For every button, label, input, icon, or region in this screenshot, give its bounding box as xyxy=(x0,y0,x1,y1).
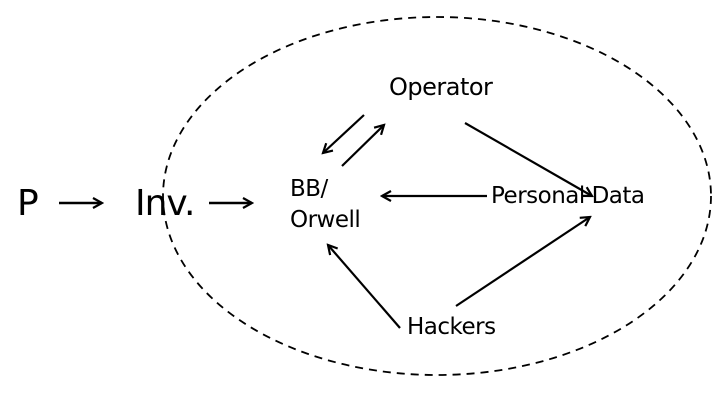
boundary-ellipse xyxy=(162,16,712,376)
arrow-hackers-to-personal-data xyxy=(455,217,590,307)
node-bb-line2: Orwell xyxy=(290,207,361,233)
arrow-operator-to-personal-data xyxy=(464,122,592,196)
arrow-hackers-to-bb xyxy=(328,245,401,329)
arrow-bb-to-operator xyxy=(341,125,384,167)
node-bb-orwell: BB/ Orwell xyxy=(290,174,361,236)
node-inv: Inv. xyxy=(135,183,195,224)
node-bb-line1: BB/ xyxy=(290,176,328,202)
node-hackers: Hackers xyxy=(407,314,496,340)
arrow-operator-to-bb xyxy=(323,114,365,153)
node-p: P xyxy=(17,183,39,224)
node-personal-data: Personal Data xyxy=(491,183,645,209)
node-operator: Operator xyxy=(389,73,493,101)
